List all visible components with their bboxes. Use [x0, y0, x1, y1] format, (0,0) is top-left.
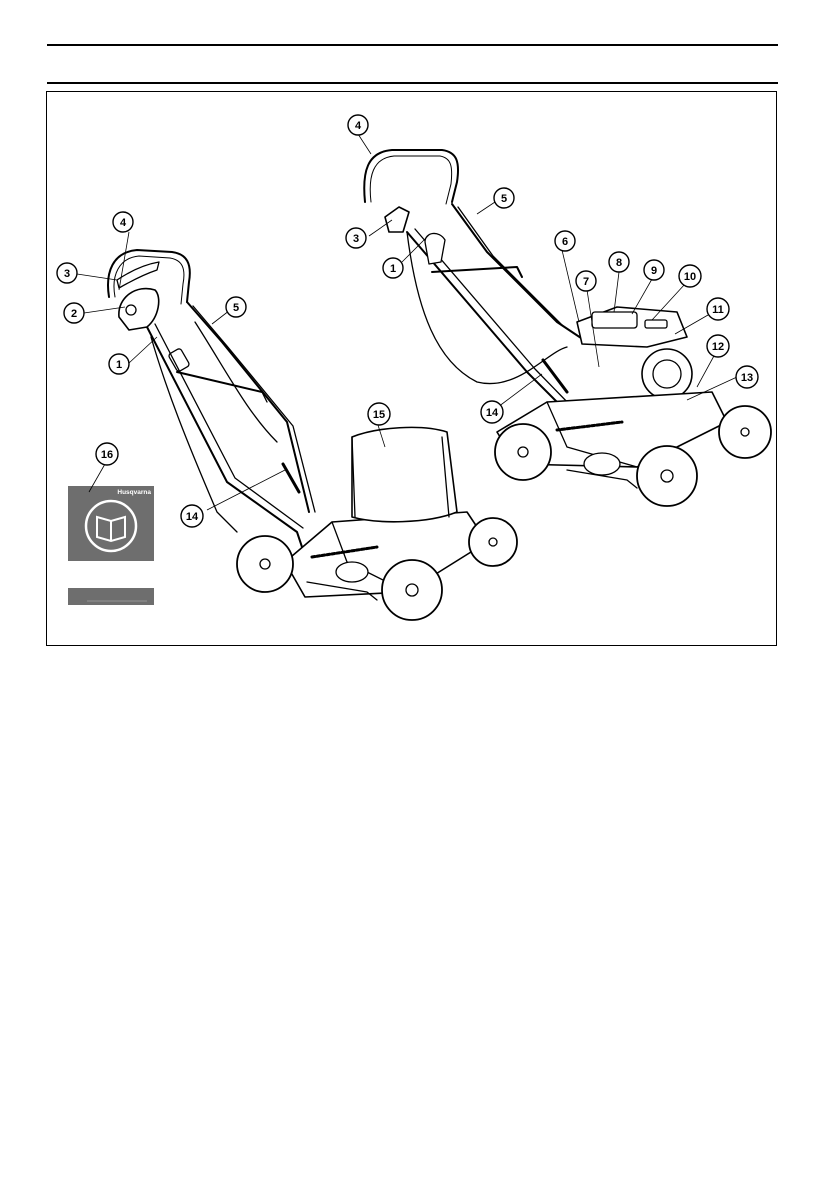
svg-text:5: 5: [233, 302, 239, 314]
svg-text:13: 13: [741, 372, 753, 384]
callout-left-16: 16: [96, 443, 118, 465]
callout-right-14: 14: [481, 401, 503, 423]
callout-right-3: 3: [346, 228, 366, 248]
callout-right-9: 9: [644, 260, 664, 280]
callout-left-3: 3: [57, 263, 77, 283]
callout-right-4: 4: [348, 115, 368, 135]
callout-right-7: 7: [576, 271, 596, 291]
svg-text:9: 9: [651, 265, 657, 277]
svg-text:3: 3: [353, 233, 359, 245]
operator-manual-icon: Husqvarna: [68, 486, 154, 605]
svg-text:3: 3: [64, 268, 70, 280]
brand-name: Husqvarna: [117, 489, 151, 496]
svg-text:2: 2: [71, 308, 77, 320]
svg-text:14: 14: [486, 407, 499, 419]
callout-left-1: 1: [109, 354, 129, 374]
svg-text:12: 12: [712, 341, 724, 353]
callout-right-13: 13: [736, 366, 758, 388]
svg-text:14: 14: [186, 511, 199, 523]
callout-left-14: 14: [181, 505, 203, 527]
figure-frame: Husqvarna: [46, 91, 777, 646]
svg-text:8: 8: [616, 257, 622, 269]
callout-right-12: 12: [707, 335, 729, 357]
callouts-right: 1 3 4 5 6 7 8 9: [346, 115, 758, 423]
svg-text:6: 6: [562, 236, 568, 248]
svg-text:1: 1: [390, 263, 396, 275]
callout-left-15: 15: [368, 403, 390, 425]
callout-right-5: 5: [494, 188, 514, 208]
callout-right-6: 6: [555, 231, 575, 251]
svg-text:15: 15: [373, 409, 385, 421]
svg-text:1: 1: [116, 359, 122, 371]
header-rule-top: [47, 44, 778, 46]
electric-dethatcher: [108, 250, 517, 620]
callout-right-11: 11: [707, 298, 729, 320]
callout-left-5: 5: [226, 297, 246, 317]
callout-left-2: 2: [64, 303, 84, 323]
callout-left-4: 4: [113, 212, 133, 232]
svg-text:5: 5: [501, 193, 507, 205]
svg-text:16: 16: [101, 449, 113, 461]
svg-text:7: 7: [583, 276, 589, 288]
header-rule-bottom: [47, 82, 778, 84]
callout-right-10: 10: [679, 265, 701, 287]
svg-text:11: 11: [712, 304, 724, 316]
svg-text:10: 10: [684, 271, 696, 283]
callout-right-1: 1: [383, 258, 403, 278]
callouts-left: 1 2 3 4 5 14 15 16: [57, 212, 390, 527]
callout-right-8: 8: [609, 252, 629, 272]
svg-text:4: 4: [355, 120, 362, 132]
dethatcher-illustration: Husqvarna: [47, 92, 778, 647]
svg-text:4: 4: [120, 217, 127, 229]
